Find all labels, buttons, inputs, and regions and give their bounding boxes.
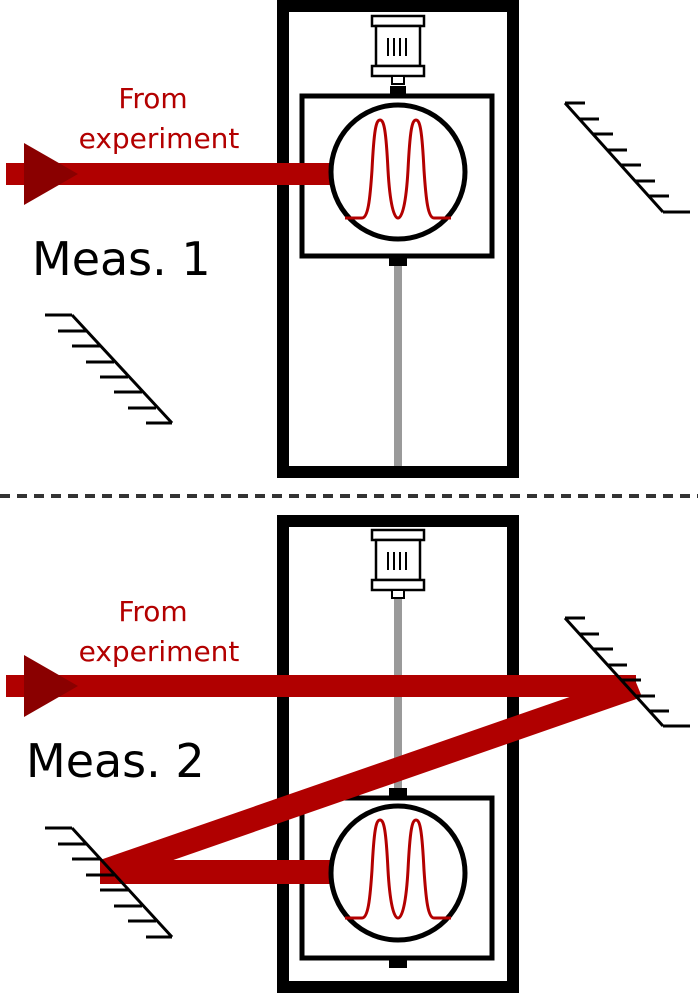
detector-icon bbox=[328, 102, 468, 242]
double-peak-signal bbox=[345, 818, 451, 920]
measurement-label: Meas. 1 bbox=[32, 232, 211, 286]
translation-rod bbox=[394, 262, 402, 466]
mirror-icon bbox=[45, 313, 174, 425]
from-label-line1: From bbox=[118, 595, 187, 628]
beam-path bbox=[6, 675, 642, 884]
beam-arrowhead bbox=[24, 143, 78, 205]
beam-arrowhead bbox=[24, 655, 78, 717]
input-beam bbox=[6, 143, 332, 205]
carriage-connector bbox=[389, 958, 407, 968]
from-label-line1: From bbox=[118, 82, 187, 115]
mirror-icon bbox=[563, 616, 690, 728]
panel-meas-2: From experiment Meas. 2 bbox=[6, 515, 690, 993]
beam-segment-return bbox=[100, 860, 332, 884]
motor-icon bbox=[370, 528, 426, 599]
carriage-connector bbox=[389, 256, 407, 266]
mirror-icon bbox=[563, 101, 690, 214]
from-label-line2: experiment bbox=[79, 122, 240, 155]
stage-frame bbox=[277, 0, 519, 478]
detector-icon bbox=[328, 803, 468, 943]
double-peak-signal bbox=[345, 118, 451, 220]
from-label-line2: experiment bbox=[79, 635, 240, 668]
mirror-icon bbox=[45, 826, 174, 939]
beam-segment-input bbox=[6, 675, 636, 697]
motor-icon bbox=[370, 14, 426, 96]
carriage-connector bbox=[389, 788, 407, 798]
stage-frame bbox=[277, 515, 519, 993]
measurement-label: Meas. 2 bbox=[26, 734, 205, 788]
beam-segment-diagonal bbox=[100, 675, 642, 882]
panel-meas-1: From experiment Meas. 1 bbox=[6, 0, 690, 478]
